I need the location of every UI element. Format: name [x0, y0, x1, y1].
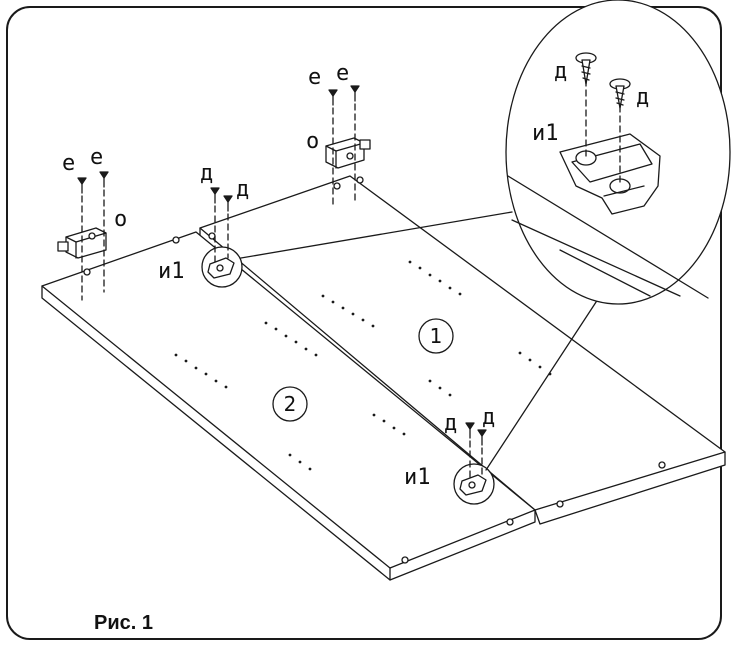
screws-e-left	[77, 171, 109, 301]
panel-1-number: 1	[430, 324, 443, 348]
hinge-top	[201, 187, 243, 288]
label-d-bottom-2: д	[482, 405, 495, 430]
panel-2-number: 2	[284, 392, 297, 416]
label-d-top-1: д	[200, 161, 213, 186]
label-i1-top: и1	[158, 259, 185, 284]
label-o-left: о	[114, 207, 127, 232]
label-e-right-2: е	[336, 61, 349, 86]
label-i1-detail: и1	[532, 121, 559, 146]
label-e-left-1: е	[62, 151, 75, 176]
label-e-right-1: е	[308, 65, 321, 90]
panel-1-number-circle	[418, 318, 454, 354]
panel-2-number-circle	[272, 386, 308, 422]
label-d-detail-1: д	[554, 59, 567, 84]
shelf-pin-holes	[174, 260, 552, 471]
hinge-bottom	[453, 422, 495, 505]
screws-e-right	[328, 85, 360, 205]
figure-caption: Рис. 1	[94, 612, 153, 634]
label-d-detail-2: д	[636, 85, 649, 110]
detail-screws-d	[575, 52, 631, 109]
latch-left	[57, 227, 107, 259]
label-e-left-2: е	[90, 145, 103, 170]
detail-hinge	[559, 79, 661, 215]
label-i1-bottom: и1	[404, 465, 431, 490]
panel-holes	[83, 176, 666, 564]
label-d-bottom-1: д	[444, 411, 457, 436]
label-o-right: о	[306, 129, 319, 154]
label-d-top-2: д	[236, 177, 249, 202]
